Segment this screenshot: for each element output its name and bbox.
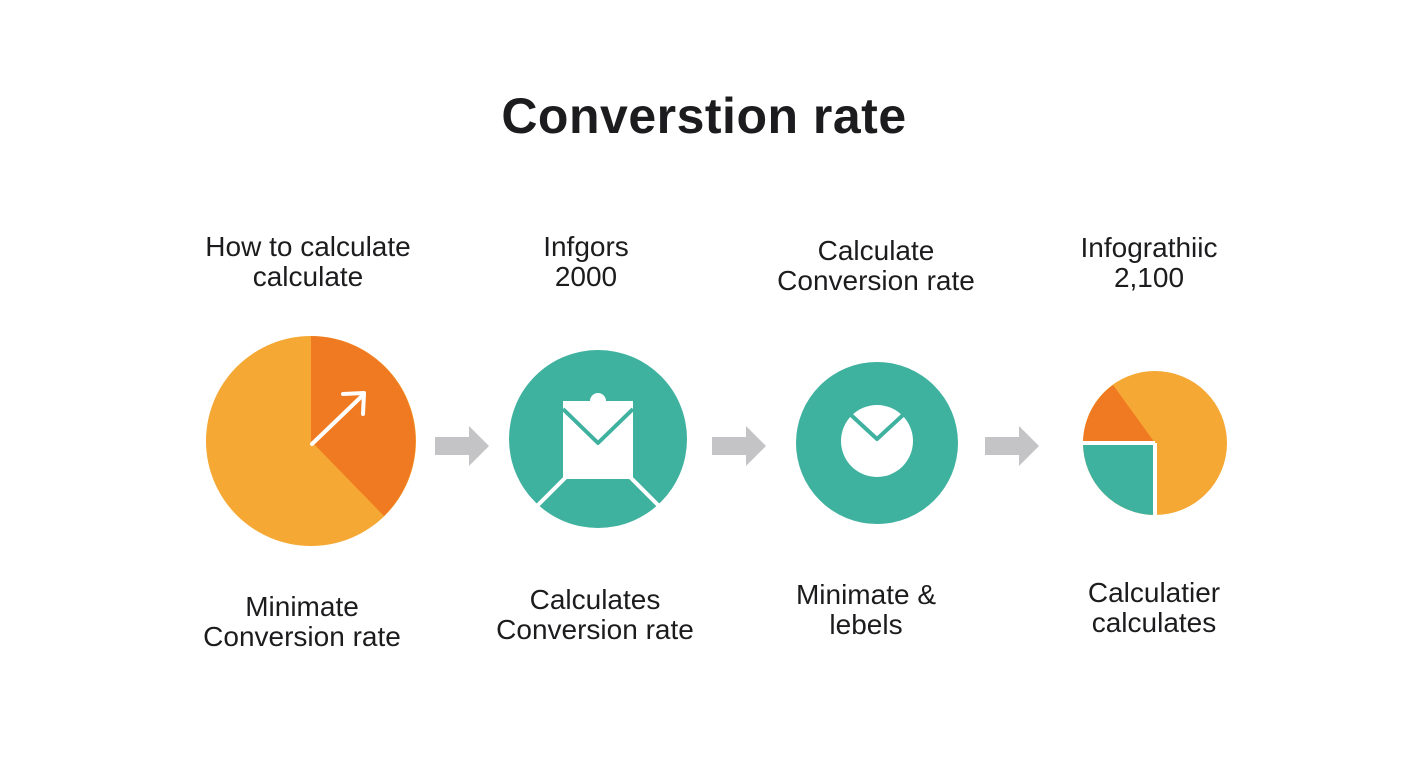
envelope-bag-icon [509, 350, 687, 528]
arrow-right-icon [985, 426, 1039, 466]
step-4-top-label: Infograthiic 2,100 [1080, 232, 1218, 293]
step-3-top-label: Calculate Conversion rate [777, 235, 975, 296]
arrow-right-icon [435, 426, 489, 466]
pie-chart-growth-icon [206, 336, 416, 546]
arrow-right-icon [712, 426, 766, 466]
step-2-top-label: Infgors 2000 [543, 231, 629, 292]
step-3-bottom-label: Minimate & lebels [795, 579, 937, 640]
step-4-bottom-label: Calculatier calculates [1087, 577, 1221, 638]
step-1-bottom-label: Minimate Conversion rate [203, 591, 401, 652]
step-2-bottom-label: Calculates Conversion rate [496, 584, 694, 645]
page-title: Converstion rate [501, 88, 907, 144]
envelope-circle-icon [796, 362, 958, 524]
step-1-top-label: How to calculate calculate [205, 231, 411, 292]
pie-chart-quadrant-icon [1080, 371, 1227, 518]
